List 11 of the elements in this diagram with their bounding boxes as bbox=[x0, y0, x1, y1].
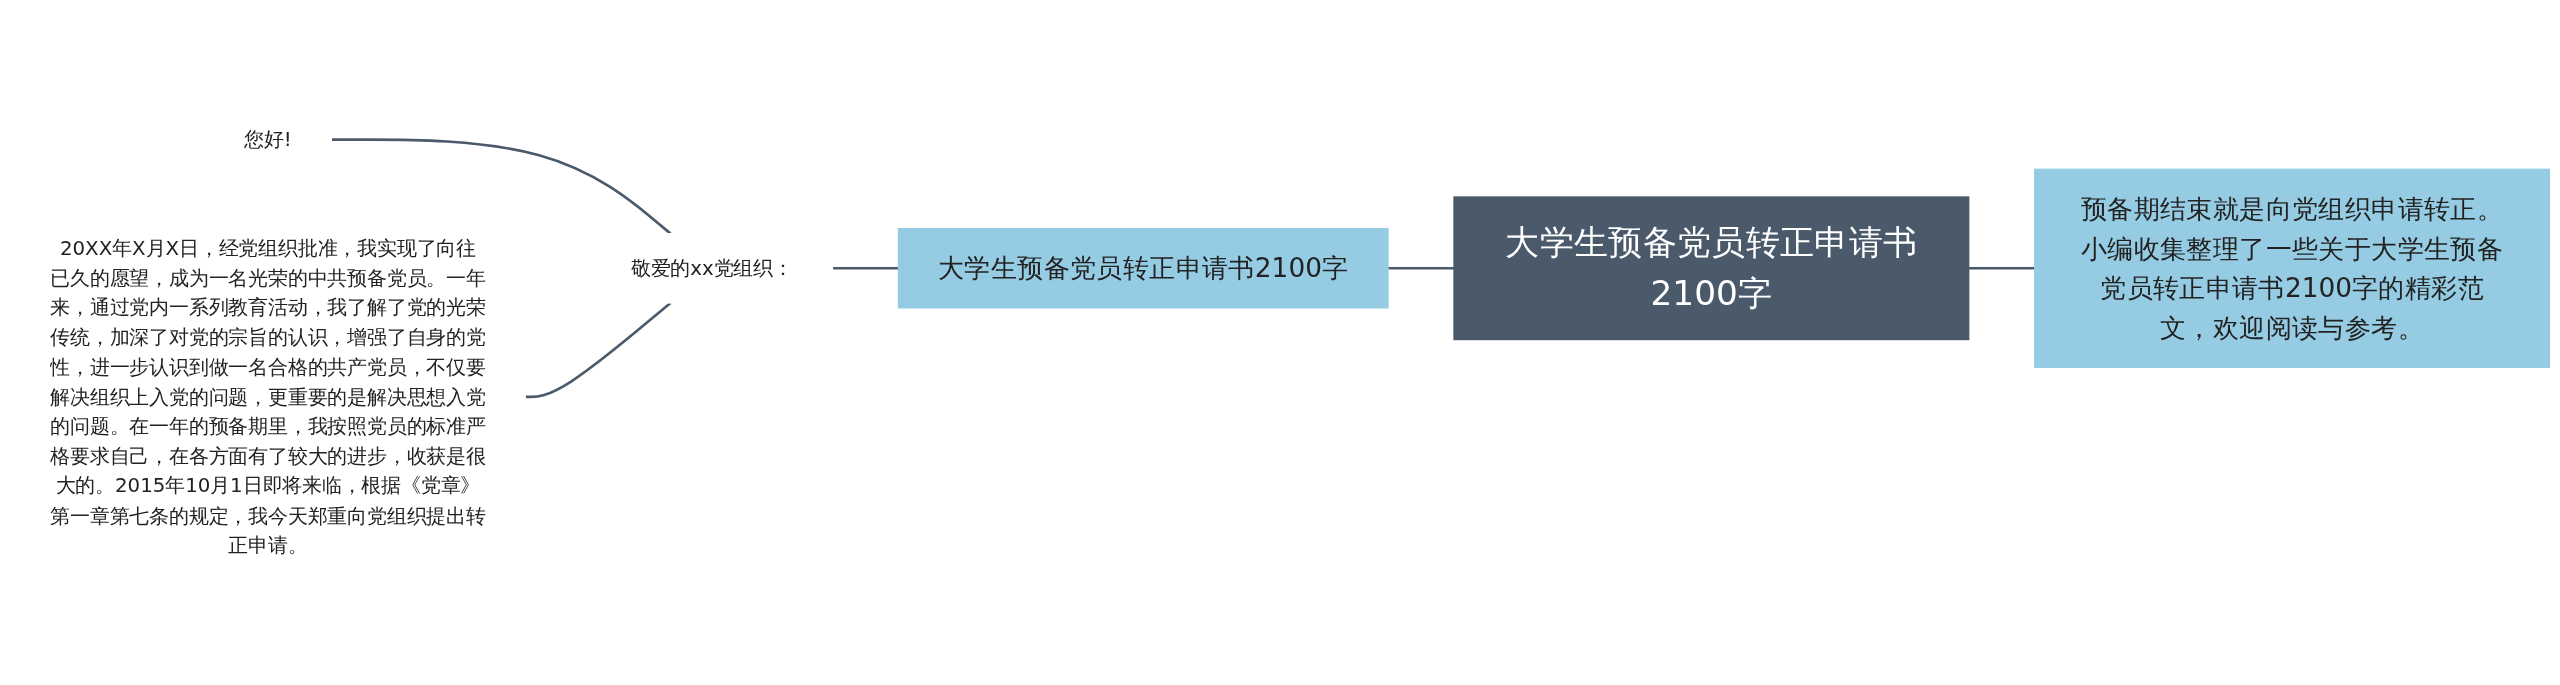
node-box: 大学生预备党员转正申请书2100字 bbox=[1453, 196, 1970, 341]
node-text: 敬爱的xx党组织： bbox=[630, 256, 793, 280]
node-box: 预备期结束就是向党组织申请转正。小编收集整理了一些关于大学生预备党员转正申请书2100字的精彩范文，欢迎阅读与参考。 bbox=[2034, 168, 2551, 368]
connector bbox=[331, 138, 672, 235]
connector bbox=[1968, 266, 2035, 270]
node-box: 大学生预备党员转正申请书2100字 bbox=[897, 228, 1389, 309]
node-text: 您好! bbox=[244, 127, 292, 152]
node-text: 20XX年X月X日，经党组织批准，我实现了向往已久的愿望，成为一名光荣的中共预备党员。一年来，通过党内一系列教育活动，我了解了党的光荣传统，加深了对党的宗旨的认识，增强了自身的党性，进一步认识到做一名合格的共产党员，不仅要解决组织上入党的问题，更重要的是解决思想入党的问题。在一年的预备期里，我按照党员的标准严格要求自己，在各方面有了较大的进步，收获是很大的。2015年10月1日即将来临，根据《党章》第一章第七条的规定，我今天郑重向党组织提出转正申请。 bbox=[50, 236, 486, 557]
connector bbox=[1388, 266, 1454, 270]
connector bbox=[832, 266, 899, 270]
connector bbox=[525, 301, 672, 399]
